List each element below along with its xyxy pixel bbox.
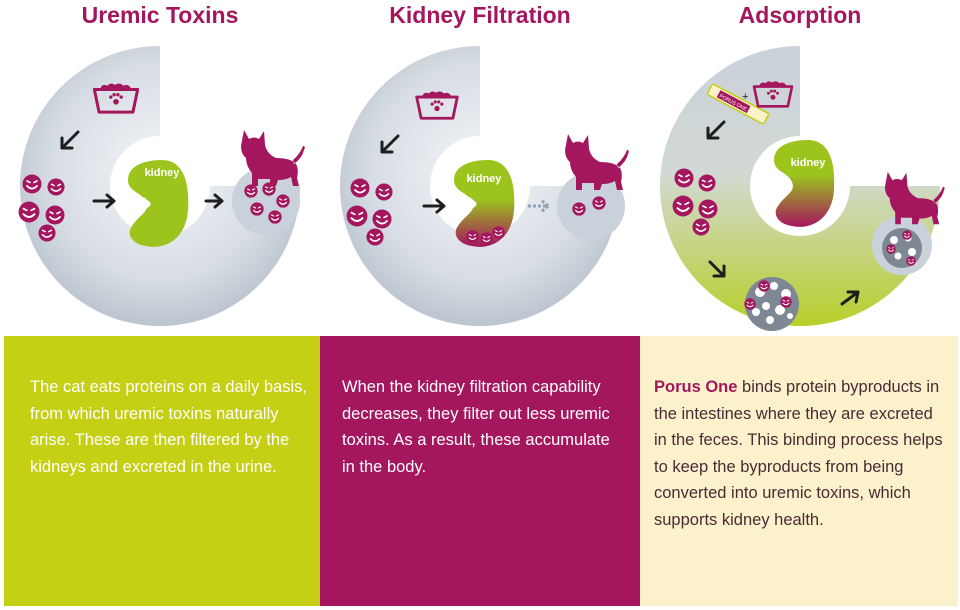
- description-adsorption: Porus One binds protein byproducts in th…: [640, 336, 958, 606]
- kidney-icon: kidney: [454, 160, 515, 247]
- kidney-label: kidney: [467, 173, 503, 185]
- panel-2-graphic: kidney: [340, 46, 629, 326]
- description-rest: binds protein byproducts in the intestin…: [654, 378, 943, 529]
- description-kidney-filtration: When the kidney filtration capability de…: [320, 336, 640, 606]
- arrow-icon: [706, 120, 726, 140]
- bead-icon: [744, 277, 799, 331]
- kidney-label: kidney: [791, 157, 827, 169]
- arrow-icon: [708, 260, 726, 278]
- kidney-icon: kidney: [128, 160, 189, 247]
- bead-icon: [882, 228, 922, 268]
- description-uremic-toxins: The cat eats proteins on a daily basis, …: [4, 336, 320, 606]
- arrow-icon: [422, 198, 446, 214]
- panel-3-graphic: PORUS ONE + kidney: [660, 46, 945, 331]
- porus-one-stick-icon: PORUS ONE: [706, 83, 770, 125]
- arrow-icon: [528, 198, 549, 214]
- description-text: The cat eats proteins on a daily basis, …: [30, 378, 307, 476]
- arrow-icon: [840, 290, 860, 306]
- arrow-icon: [60, 130, 80, 150]
- title-kidney-filtration: Kidney Filtration: [389, 2, 571, 28]
- description-text: When the kidney filtration capability de…: [342, 378, 610, 476]
- title-uremic-toxins: Uremic Toxins: [81, 2, 239, 28]
- plus-sign: +: [742, 91, 748, 103]
- title-adsorption: Adsorption: [738, 2, 862, 28]
- arrow-icon: [92, 193, 116, 209]
- description-text: Porus One binds protein byproducts in th…: [654, 374, 948, 533]
- illustration: kidney kidney: [18, 46, 945, 331]
- kidney-icon: kidney: [774, 140, 835, 227]
- kidney-label: kidney: [145, 167, 181, 179]
- arrow-icon: [204, 193, 224, 209]
- arrow-icon: [380, 134, 400, 154]
- brand-name: Porus One: [654, 378, 738, 396]
- panel-1-graphic: kidney: [18, 46, 305, 326]
